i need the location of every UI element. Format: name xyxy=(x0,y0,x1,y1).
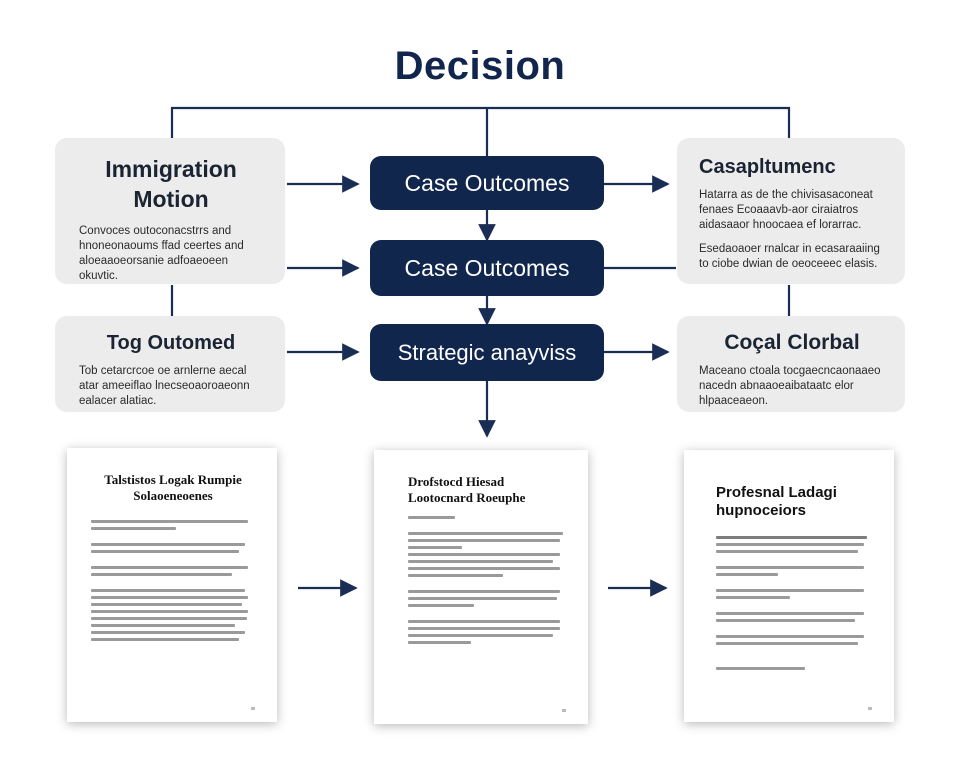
card-body: Hatarra as de the chivisasaconeat fenaes… xyxy=(699,189,873,231)
card-title: Tog Outomed xyxy=(106,332,236,354)
card-immigration-motion: Immigration Motion Convoces outoconacstr… xyxy=(55,138,285,284)
top-connector xyxy=(170,106,791,138)
document-text-lines xyxy=(91,520,255,641)
document-middle: Drofstocd Hiesad Lootocnard Roeuphe xyxy=(374,450,588,724)
card-title: Immigration Motion xyxy=(105,156,237,212)
document-title: Profesnal Ladagi hupnoceiors xyxy=(716,484,837,519)
card-body: Tob cetarcrcoe oe arnlerne aecal atar am… xyxy=(79,365,250,407)
document-title: Drofstocd Hiesad Lootocnard Roeuphe xyxy=(408,474,526,505)
diagram-title: Decision xyxy=(394,44,566,88)
card-body: Convoces outoconacstrrs and hnoneonaoums… xyxy=(79,225,244,282)
card-cocal-clorbal: Coçal Clorbal Maceano ctoala tocgaecncao… xyxy=(677,316,905,412)
document-text-lines xyxy=(408,516,566,644)
document-left: Talstistos Logak Rumpie Solaoeneoenes xyxy=(67,448,277,722)
page-number-mark xyxy=(562,709,566,712)
pill-case-outcomes-1: Case Outcomes xyxy=(370,156,604,210)
pill-case-outcomes-2: Case Outcomes xyxy=(370,240,604,296)
document-text-lines xyxy=(716,536,870,670)
card-capsaptumenc: Casapltumenc Hatarra as de the chivisasa… xyxy=(677,138,905,284)
card-title: Coçal Clorbal xyxy=(724,331,860,354)
pill-strategic-analysis: Strategic anayviss xyxy=(370,324,604,381)
page-number-mark xyxy=(251,707,255,710)
document-title: Talstistos Logak Rumpie Solaoeneoenes xyxy=(104,472,242,503)
card-body-2: Esedaoaoer rnalcar in ecasaraaiing to ci… xyxy=(699,243,880,270)
card-tog-outomed: Tog Outomed Tob cetarcrcoe oe arnlerne a… xyxy=(55,316,285,412)
page-number-mark xyxy=(868,707,872,710)
card-body: Maceano ctoala tocgaecncaonaaeo nacedn a… xyxy=(699,365,881,407)
document-right: Profesnal Ladagi hupnoceiors xyxy=(684,450,894,722)
card-title: Casapltumenc xyxy=(699,156,836,178)
